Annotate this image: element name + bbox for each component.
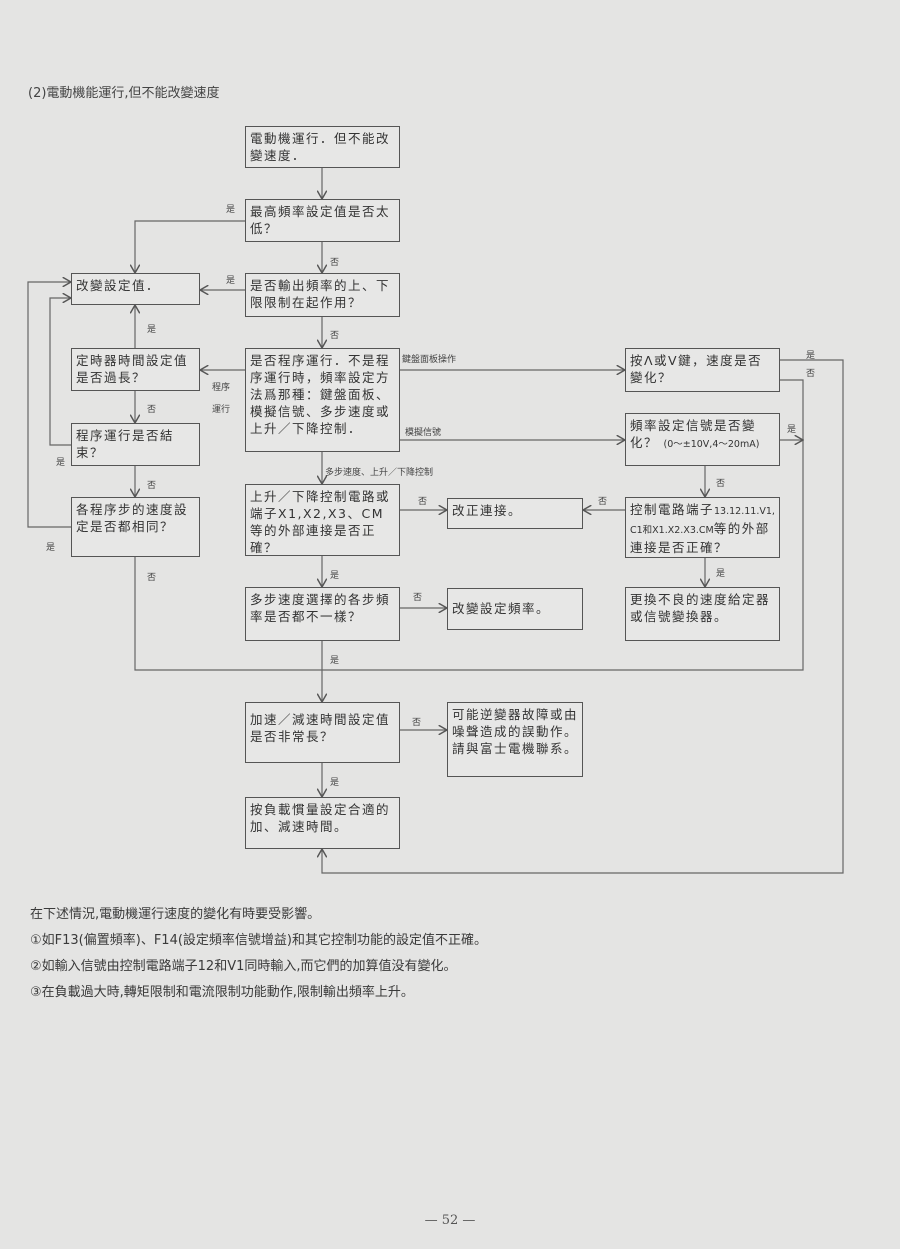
line-key-no [322, 379, 804, 671]
label-no: 否 [330, 331, 340, 341]
arrow-maxfreq-yes [135, 220, 245, 273]
label-no: 否 [412, 718, 422, 728]
label-no: 否 [716, 479, 726, 489]
box-change-freq: 改變設定頻率。 [447, 588, 583, 630]
label-no: 否 [598, 497, 608, 507]
label-yes: 是 [226, 205, 236, 215]
box-updown: 上升／下降控制電路或端子X1,X2,X3、CM等的外部連接是否正確？ [245, 484, 400, 556]
label-program-run-2: 運行 [212, 405, 231, 415]
box-program: 是否程序運行．不是程序運行時，頻率設定方法爲那種：鍵盤面板、模擬信號、多步速度或… [245, 348, 400, 452]
label-no: 否 [413, 593, 423, 603]
box-multistep: 多步速度選擇的各步頻率是否都不一樣？ [245, 587, 400, 641]
freq-signal-range: (0～±10V,4～20mA) [663, 439, 760, 450]
terminals-text-c: 等的外部連接是否正確？ [630, 521, 770, 555]
section-heading: (2)電動機能運行,但不能改變速度 [28, 86, 220, 101]
label-yes: 是 [147, 325, 157, 335]
box-key: 按Λ或V鍵，速度是否變化？ [625, 348, 780, 392]
label-program-run-1: 程序 [212, 383, 231, 393]
box-fault: 可能逆變器故障或由噪聲造成的誤動作。請與富士電機聯系。 [447, 702, 583, 777]
box-accel: 加速／減速時間設定值是否非常長？ [245, 702, 400, 763]
box-freq-signal: 頻率設定信號是否變化？ (0～±10V,4～20mA) [625, 413, 780, 466]
label-yes: 是 [330, 778, 340, 788]
label-yes: 是 [330, 656, 340, 666]
box-max-freq: 最高頻率設定值是否太低？ [245, 199, 400, 242]
box-timer: 定時器時間設定值是否過長？ [71, 348, 200, 391]
label-yes: 是 [226, 276, 236, 286]
box-fix-connection: 改正連接。 [447, 498, 583, 529]
box-limit: 是否輸出頻率的上、下限限制在起作用？ [245, 273, 400, 317]
label-keypad: 鍵盤面板操作 [402, 355, 457, 365]
note-intro: 在下述情況,電動機運行速度的變化有時要受影響。 [30, 907, 321, 922]
note-item-1: ①如F13(偏置頻率)、F14(設定頻率信號增益)和其它控制功能的設定值不正確。 [30, 933, 487, 948]
line-steps-no [134, 557, 322, 671]
label-yes: 是 [330, 571, 340, 581]
box-start: 電動機運行．但不能改變速度． [245, 126, 400, 168]
label-no: 否 [147, 481, 157, 491]
arrow-steps-yes [27, 282, 71, 528]
box-steps-same: 各程序步的速度設定是否都相同？ [71, 497, 200, 557]
label-no: 否 [147, 573, 157, 583]
box-program-end: 程序運行是否結束？ [71, 423, 200, 466]
label-yes: 是 [46, 543, 56, 553]
label-yes: 是 [56, 458, 66, 468]
label-no: 否 [806, 369, 816, 379]
label-yes: 是 [806, 351, 816, 361]
freq-signal-text: 頻率設定信號是否變化？ [630, 418, 757, 450]
label-yes: 是 [716, 569, 726, 579]
box-replace: 更換不良的速度給定器或信號變換器。 [625, 587, 780, 641]
label-multistep-updown: 多步速度、上升／下降控制 [325, 468, 434, 478]
box-change-setting: 改變設定值． [71, 273, 200, 305]
arrow-key-yes [322, 359, 844, 874]
box-set-accel: 按負載慣量設定合適的加、減速時間。 [245, 797, 400, 849]
label-no: 否 [330, 258, 340, 268]
label-analog: 模擬信號 [405, 428, 442, 438]
note-item-2: ②如輸入信號由控制電路端子12和V1同時輸入,而它們的加算值没有變化。 [30, 959, 457, 974]
label-no: 否 [418, 497, 428, 507]
note-item-3: ③在負載過大時,轉矩限制和電流限制功能動作,限制輸出頻率上升。 [30, 985, 414, 1000]
terminals-text-b: 13.12.11.V1,C1和X1.X2.X3.CM [630, 506, 775, 536]
arrow-programend-yes [49, 298, 71, 446]
box-terminals: 控制電路端子13.12.11.V1,C1和X1.X2.X3.CM等的外部連接是否… [625, 497, 780, 558]
label-yes: 是 [787, 425, 797, 435]
terminals-text-a: 控制電路端子 [630, 502, 715, 517]
page-number: — 52 — [424, 1213, 476, 1228]
label-no: 否 [147, 405, 157, 415]
